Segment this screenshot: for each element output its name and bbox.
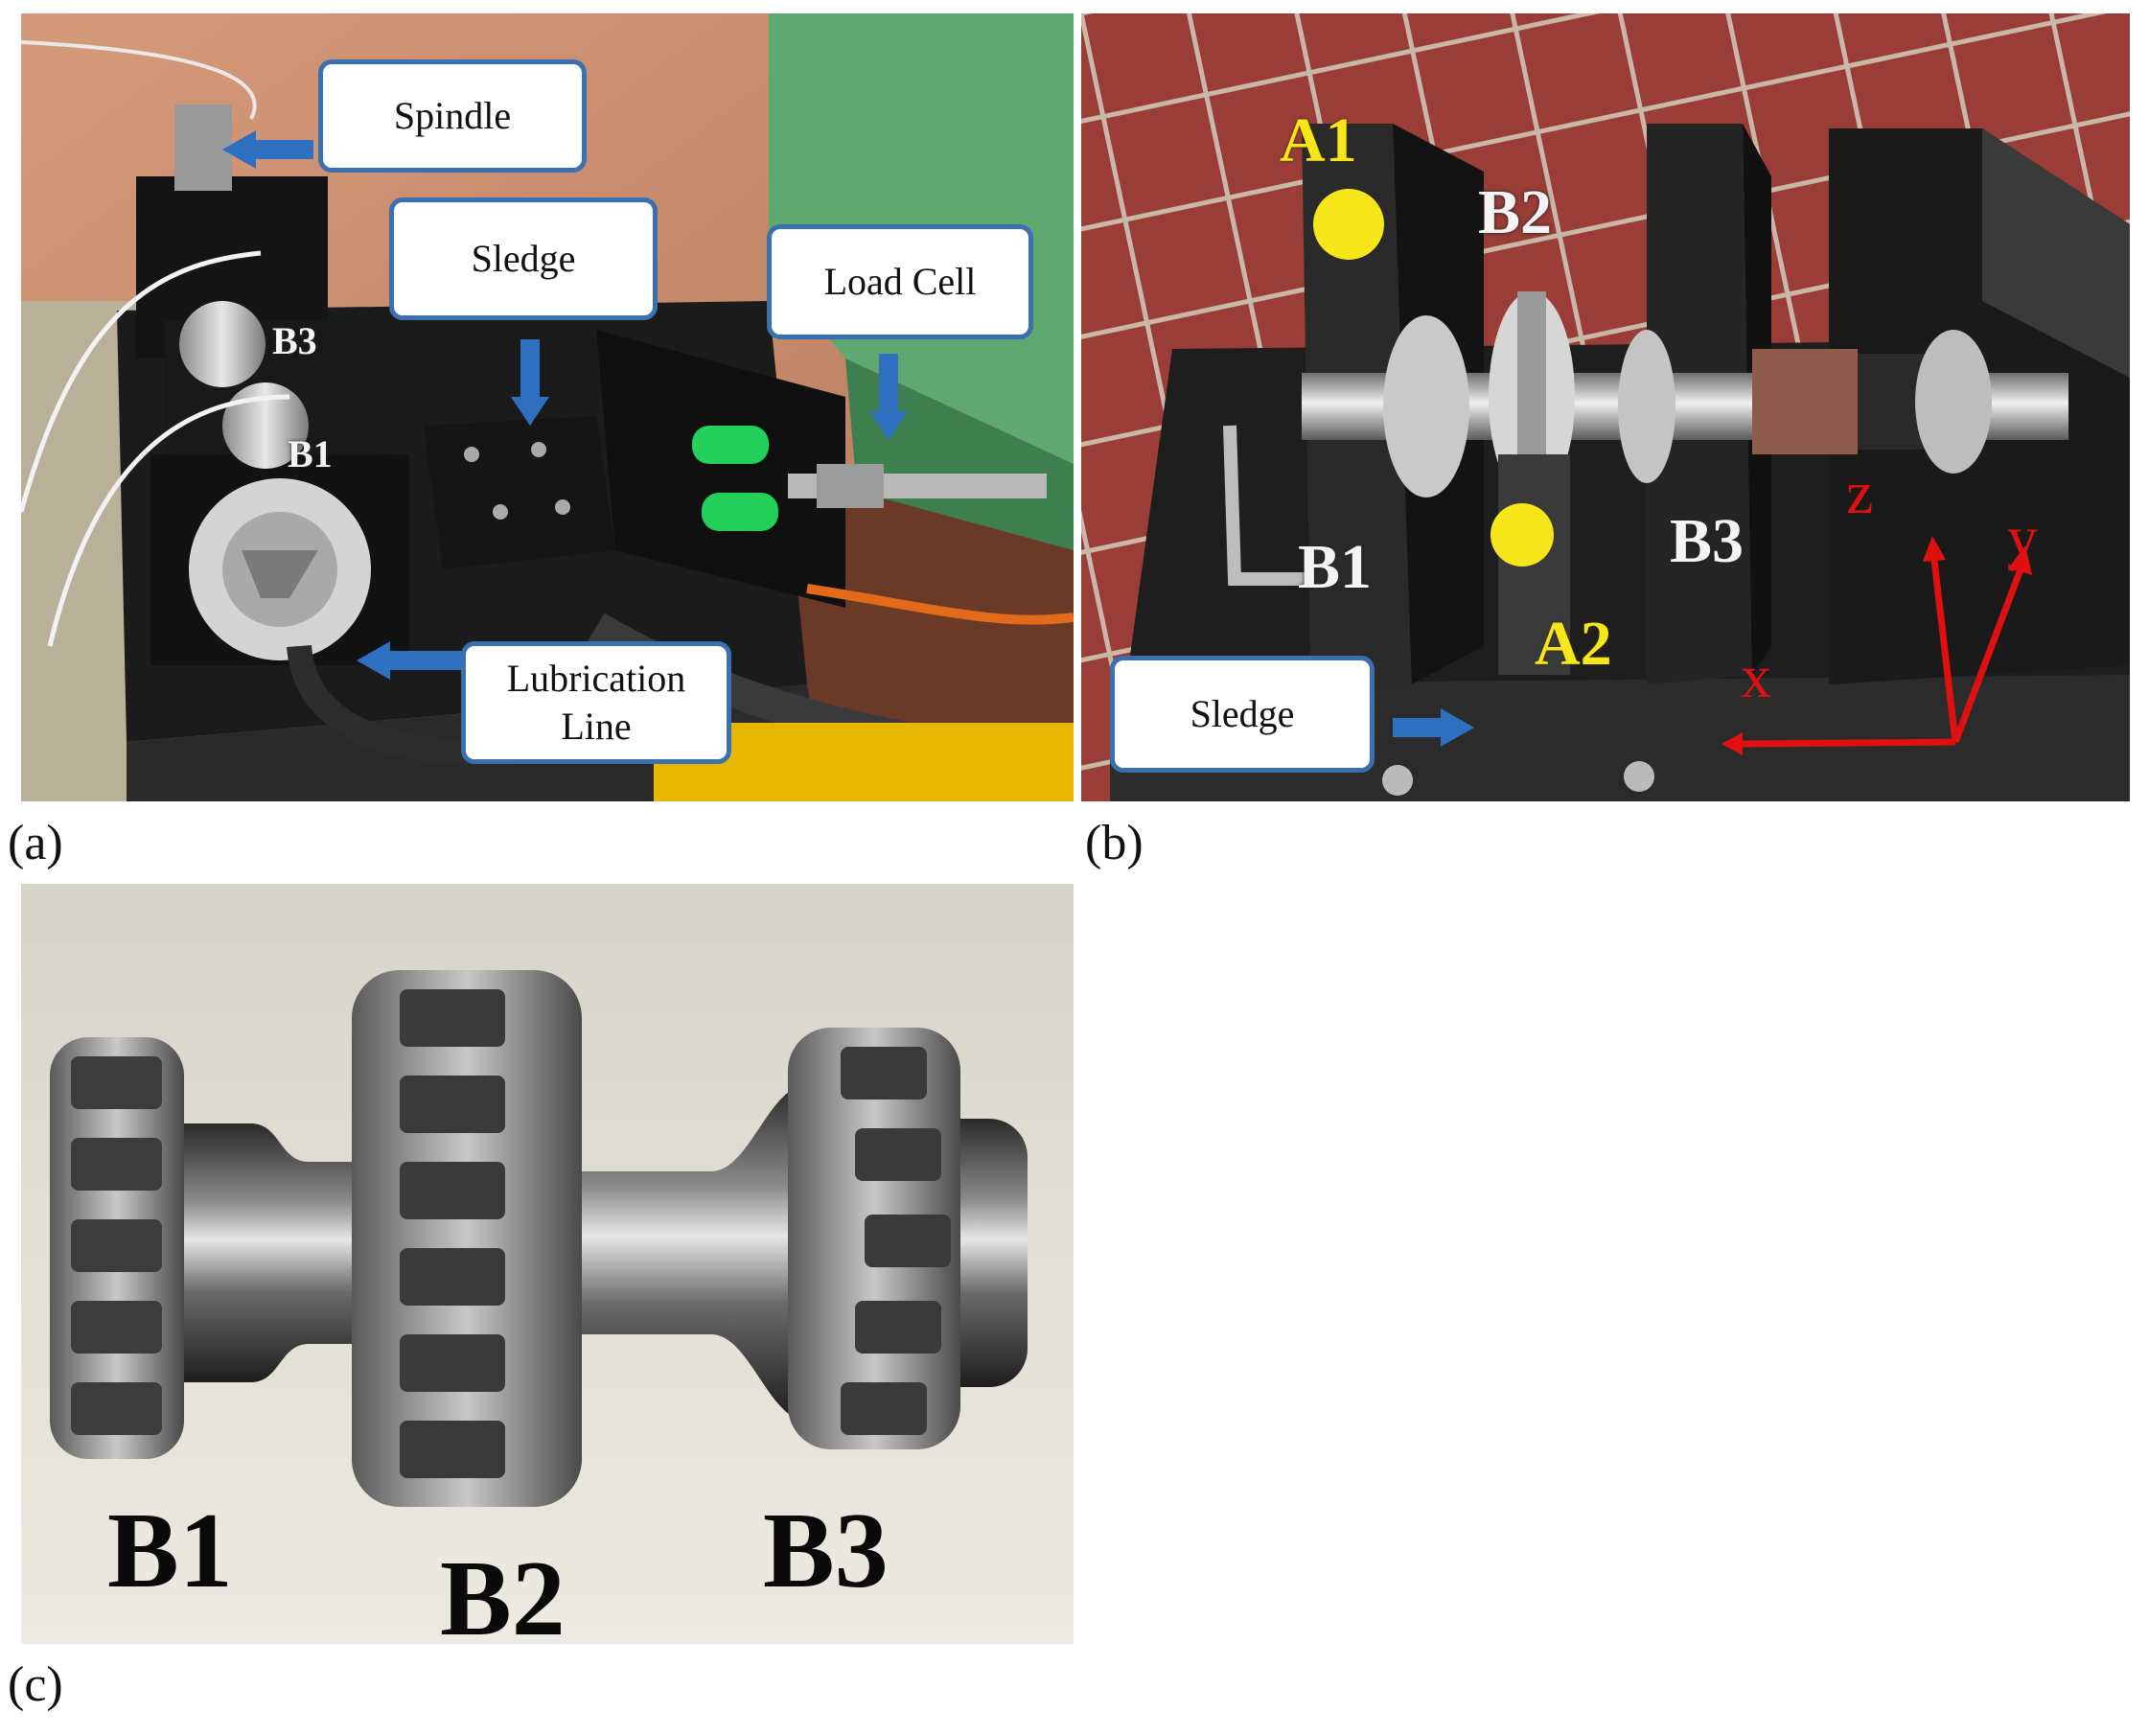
spindle-callout: Spindle: [318, 59, 587, 173]
marker-a1: [1313, 189, 1384, 260]
bearing-shaft-photo: [21, 884, 1074, 1644]
sledge-callout-b: Sledge: [1110, 656, 1375, 773]
caption-b: (b): [1085, 816, 1144, 870]
axis-label-z: z: [1846, 458, 1874, 526]
marker-a2: [1490, 503, 1554, 567]
caption-a: (a): [8, 816, 63, 870]
bearing-label-b3-b: B3: [1670, 506, 1745, 576]
bearing-label-b2-c: B2: [440, 1539, 566, 1644]
lubrication-line-callout: Lubrication Line: [461, 641, 731, 764]
point-label-a1: A1: [1280, 105, 1357, 175]
panel-a-photo: Spindle Sledge Load Cell Lubrication Lin…: [21, 13, 1074, 801]
coordinate-axes: [1722, 536, 2032, 755]
bearing-label-b2-b: B2: [1478, 177, 1553, 247]
bearing-label-b1-b: B1: [1298, 532, 1373, 602]
axis-label-x: x: [1741, 642, 1771, 710]
bearing-label-b3-c: B3: [763, 1492, 889, 1610]
panel-b-photo: Sledge A1 B2 B1 B3 A2 z y x: [1081, 13, 2130, 801]
bearing-label-b1-c: B1: [107, 1492, 233, 1610]
axis-label-y: y: [2007, 503, 2038, 571]
load-cell-callout: Load Cell: [767, 224, 1033, 339]
callout-arrows-a: [222, 130, 908, 680]
point-label-a2: A2: [1535, 609, 1612, 679]
sledge-callout-a: Sledge: [389, 197, 658, 320]
sledge-arrow-b: [1393, 708, 1474, 747]
caption-c: (c): [8, 1657, 63, 1712]
bearing-label-b1-a: B1: [288, 432, 333, 475]
panel-c-photo: B1 B2 B3: [21, 884, 1074, 1644]
bearing-label-b3-a: B3: [272, 319, 317, 362]
